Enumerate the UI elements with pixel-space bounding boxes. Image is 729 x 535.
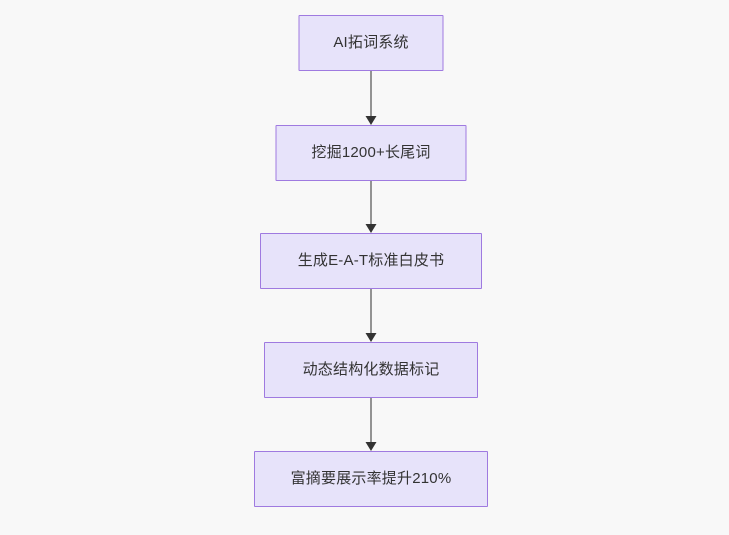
flow-node-5[interactable]: 富摘要展示率提升210%: [254, 451, 488, 507]
flow-node-label: 动态结构化数据标记: [302, 361, 440, 378]
flow-node-4[interactable]: 动态结构化数据标记: [264, 342, 478, 398]
flow-node-label: AI拓词系统: [333, 34, 409, 51]
flow-node-2[interactable]: 挖掘1200+长尾词: [275, 125, 467, 181]
connector-arrow: [362, 71, 380, 125]
flow-node-label: 生成E-A-T标准白皮书: [297, 252, 445, 269]
flow-node-3[interactable]: 生成E-A-T标准白皮书: [260, 233, 482, 289]
connector-arrow: [362, 181, 380, 233]
flow-node-label: 挖掘1200+长尾词: [311, 144, 431, 161]
connector-arrow: [362, 289, 380, 342]
connector-arrow: [362, 398, 380, 451]
flow-node-1[interactable]: AI拓词系统: [298, 15, 444, 71]
flow-node-label: 富摘要展示率提升210%: [290, 470, 452, 487]
